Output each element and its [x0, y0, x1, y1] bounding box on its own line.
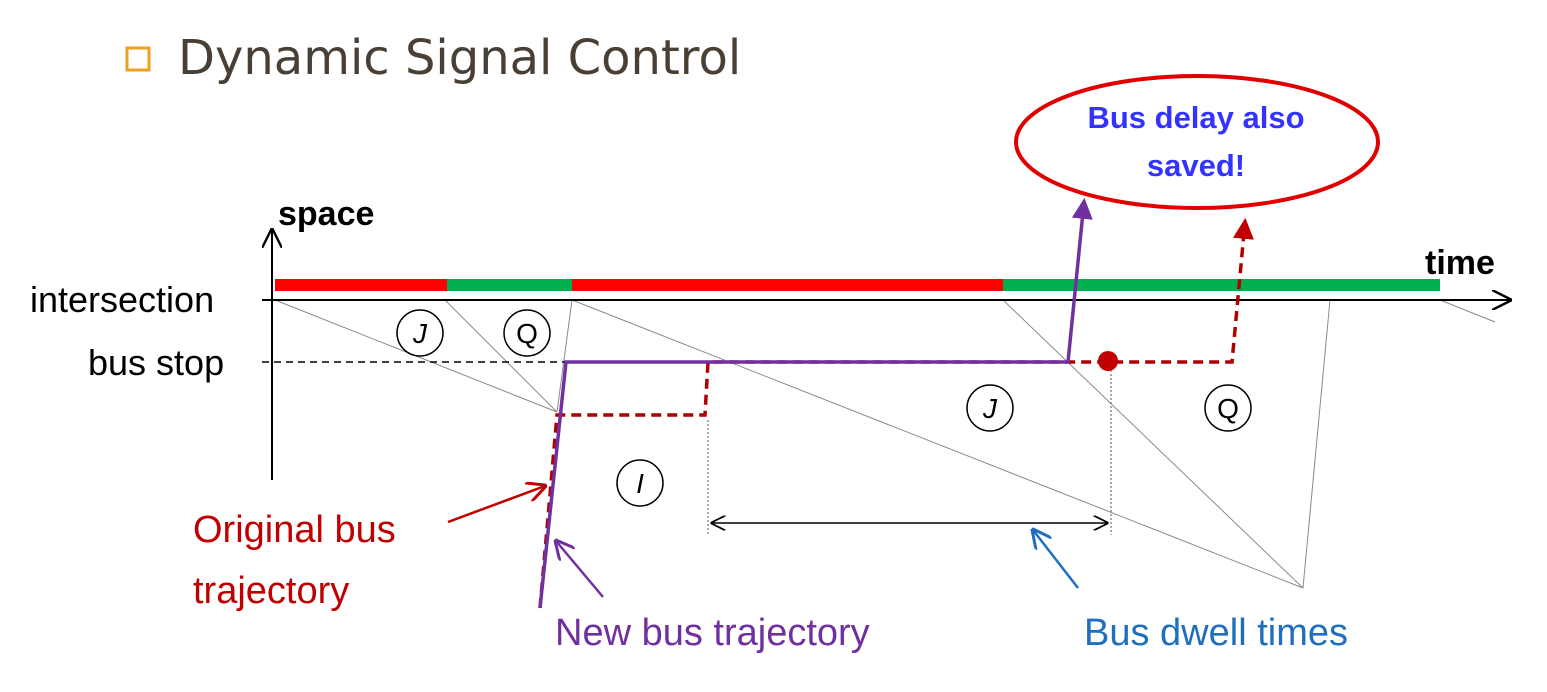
- dwell-times-pointer: [1033, 530, 1079, 589]
- state-J-1: J: [396, 309, 444, 357]
- original-departure-marker: [1098, 351, 1118, 371]
- callout-line-2: saved!: [1147, 148, 1245, 183]
- new-trajectory-pointer: [556, 541, 604, 598]
- new-trajectory-label: New bus trajectory: [555, 612, 870, 654]
- state-label: Q: [1217, 393, 1239, 424]
- signal-phase-green: [447, 279, 572, 291]
- state-J-2: J: [966, 384, 1014, 432]
- state-label: Q: [516, 318, 538, 349]
- state-I: I: [616, 459, 664, 507]
- wave-line: [1302, 299, 1331, 589]
- original-trajectory-label-line-2: trajectory: [193, 570, 349, 612]
- wave-line: [571, 299, 1304, 589]
- state-Q-2: Q: [1204, 384, 1252, 432]
- bus-stop-label: bus stop: [88, 342, 224, 383]
- new-bus-trajectory: [538, 197, 1093, 609]
- wave-line: [444, 299, 558, 413]
- signal-phase-green: [1003, 279, 1440, 291]
- original-trajectory-pointer: [447, 486, 545, 524]
- intersection-label: intersection: [30, 279, 214, 320]
- signal-phase-red: [275, 279, 447, 291]
- callout-bus-delay-saved: Bus delay also saved!: [1014, 74, 1380, 210]
- state-Q-1: Q: [503, 309, 551, 357]
- slide-title: Dynamic Signal Control: [178, 30, 741, 86]
- signal-phase-red: [572, 279, 1003, 291]
- state-label: J: [412, 318, 428, 349]
- original-trajectory-label-line-1: Original bus: [193, 509, 396, 551]
- wave-line: [1002, 299, 1304, 589]
- wave-lines: [274, 299, 1496, 589]
- dwell-times-label: Bus dwell times: [1084, 612, 1348, 654]
- bullet-icon: [125, 46, 151, 72]
- y-axis-label: space: [278, 195, 374, 233]
- wave-line: [556, 299, 573, 413]
- state-label: I: [636, 468, 644, 499]
- state-label: J: [982, 393, 998, 424]
- callout-line-1: Bus delay also: [1087, 100, 1304, 135]
- x-axis-label: time: [1425, 244, 1495, 282]
- original-bus-trajectory: [538, 217, 1254, 609]
- wave-line: [1439, 299, 1496, 323]
